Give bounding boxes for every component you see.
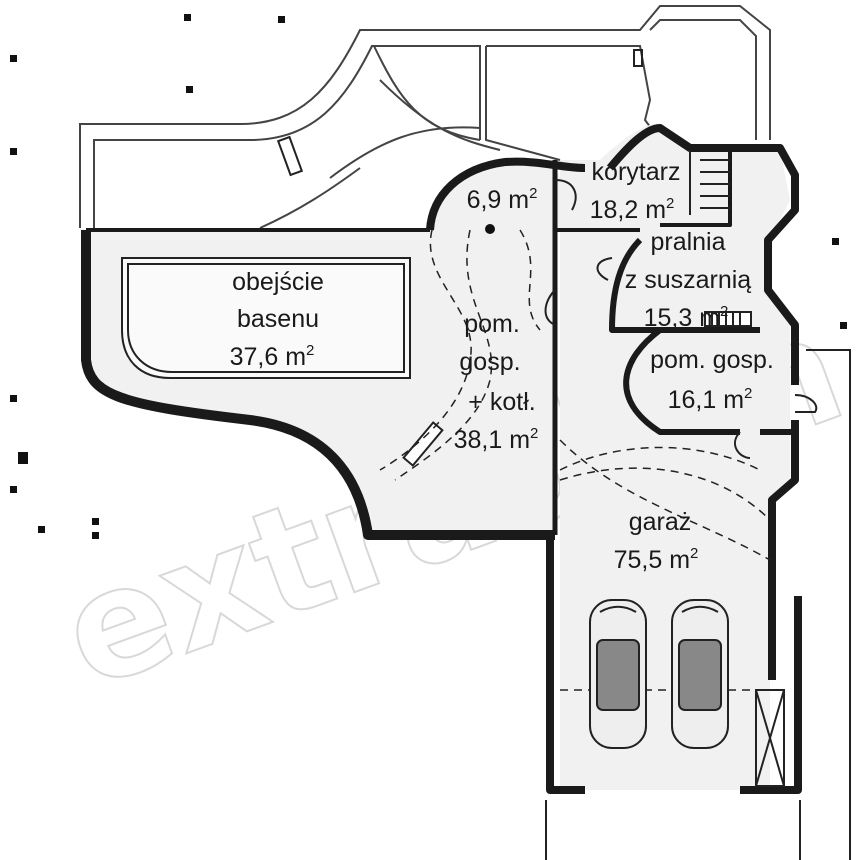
garage-label: garaż: [629, 508, 692, 536]
laundry-area: 15,3 m2: [644, 303, 729, 332]
hall-area: 6,9 m2: [467, 185, 538, 214]
boiler-label: pom.: [464, 310, 520, 338]
laundry-label: z suszarnią: [625, 266, 752, 294]
car-left: [589, 599, 647, 749]
utility-label: pom. gosp.: [650, 346, 774, 374]
boiler-area: 38,1 m2: [454, 425, 539, 454]
pool-label: basenu: [237, 305, 319, 333]
corridor-area: 18,2 m2: [590, 195, 675, 224]
site-markers: [10, 14, 847, 539]
garage-area: 75,5 m2: [614, 545, 699, 574]
walls: [81, 124, 802, 794]
utility-area: 16,1 m2: [668, 385, 753, 414]
openings: [544, 179, 851, 860]
pool-basin: [121, 257, 411, 379]
terrace-steps: [276, 49, 643, 177]
pool-label: obejście: [232, 268, 324, 296]
pool-area: 37,6 m2: [230, 342, 315, 371]
boiler-label: gosp.: [459, 348, 520, 376]
terrace-outline: [79, 5, 771, 229]
laundry-label: pralnia: [650, 228, 725, 256]
car-right: [671, 599, 729, 749]
staircase: [402, 150, 752, 467]
room-labels: obejście basenu 37,6 m2 6,9 m2 korytarz …: [230, 158, 774, 574]
corridor-label: korytarz: [592, 158, 681, 186]
boiler-label: + kotł.: [468, 388, 535, 416]
